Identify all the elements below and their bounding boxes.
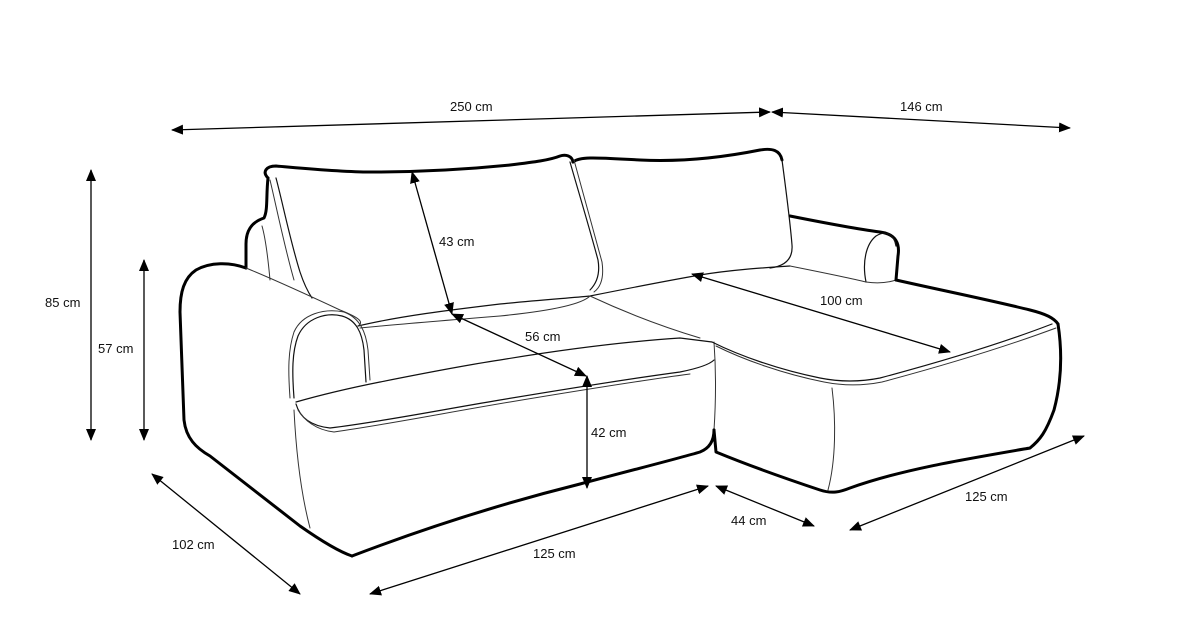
label-seat-depth: 56 cm xyxy=(525,329,560,344)
label-seat-height: 42 cm xyxy=(591,425,626,440)
chaise-side-arrow xyxy=(849,435,1085,531)
label-total-width: 250 cm xyxy=(450,99,493,114)
label-chaise-length: 146 cm xyxy=(900,99,943,114)
label-armrest-height: 57 cm xyxy=(98,341,133,356)
backrest-height-arrow xyxy=(410,171,454,315)
left-seat xyxy=(295,295,715,433)
label-total-depth: 102 cm xyxy=(172,537,215,552)
chaise-width-arrow xyxy=(715,485,815,527)
label-backrest-height: 43 cm xyxy=(439,234,474,249)
label-front-width: 125 cm xyxy=(533,546,576,561)
chaise xyxy=(711,214,1063,494)
chaise-length-arrow xyxy=(771,107,1071,133)
dimension-lines xyxy=(86,107,1085,596)
front-width-arrow xyxy=(369,484,709,596)
chaise-seat-length-arrow xyxy=(691,272,951,354)
total-width-arrow xyxy=(171,107,771,135)
seat-depth-arrow xyxy=(451,313,587,377)
label-total-height: 85 cm xyxy=(45,295,80,310)
sofa-drawing xyxy=(178,147,1063,558)
total-depth-arrow xyxy=(151,473,301,595)
dimension-labels: 250 cm 146 cm 85 cm 57 cm 43 cm 56 cm 10… xyxy=(45,99,1008,561)
backrest-side xyxy=(244,176,270,270)
label-chaise-side-length: 125 cm xyxy=(965,489,1008,504)
back-cushions xyxy=(263,147,793,327)
front-base-edge xyxy=(350,428,716,558)
label-chaise-width: 44 cm xyxy=(731,513,766,528)
label-chaise-seat-length: 100 cm xyxy=(820,293,863,308)
left-armrest xyxy=(178,262,371,558)
